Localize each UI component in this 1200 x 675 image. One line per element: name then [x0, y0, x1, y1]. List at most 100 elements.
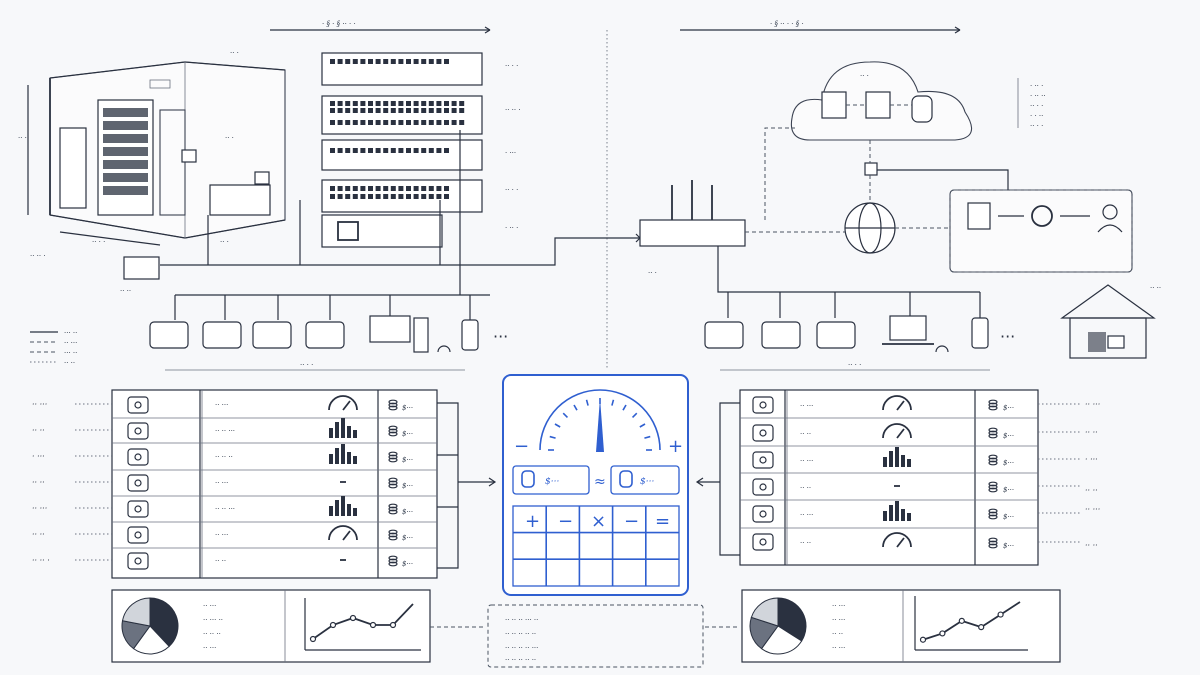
svg-text:$···: $···	[1003, 432, 1014, 440]
user-icon	[1102, 204, 1118, 220]
coin-icon	[988, 514, 998, 520]
cycle-icon	[127, 448, 149, 466]
service-flow-box	[949, 189, 1133, 273]
svg-text:··· ··: ··· ··	[64, 349, 77, 357]
right-cost-table: ·· ··· ·· ·· · ··· ·· ·· ·· ··· ·· ·· ··…	[739, 389, 1100, 566]
svg-text:·· ·· ··: ·· ·· ··	[215, 453, 233, 461]
port	[406, 194, 411, 199]
svg-text:·· ···: ·· ···	[215, 479, 228, 487]
port	[383, 108, 389, 113]
port	[330, 108, 335, 113]
signal-icon	[752, 424, 774, 442]
shield-arrow-icon-mark	[134, 557, 142, 565]
svg-text:·· · ·: ·· · ·	[505, 186, 518, 194]
port	[398, 148, 404, 153]
smartphone-icon	[971, 317, 989, 349]
gauge-needle	[342, 530, 351, 541]
port	[436, 186, 442, 191]
gauge-max-label: +	[668, 436, 683, 457]
gauge-tick	[611, 399, 615, 406]
checklist-icon	[752, 451, 774, 469]
svg-text:·· ··: ·· ··	[832, 630, 843, 638]
top-left-header: · § · § ·· · ·	[322, 20, 356, 28]
server-rack-icon	[97, 99, 154, 216]
data-point	[978, 624, 985, 631]
data-point	[919, 636, 927, 643]
bar-icon	[353, 430, 357, 438]
svg-text:· ···: · ···	[505, 149, 516, 157]
notes-lines: ·· ·· ·· ··· ·· ·· ·· ·· ·· ·· ·· ·· ·· …	[505, 616, 538, 664]
hub-icon	[123, 256, 160, 280]
router-label: ·· ·	[648, 269, 657, 277]
series-line	[312, 603, 414, 640]
svg-text:·· ···: ·· ···	[800, 457, 813, 465]
rack-slots	[103, 108, 148, 195]
switch-icon	[127, 526, 149, 544]
port	[406, 186, 411, 191]
gear-icon	[1031, 205, 1053, 227]
port	[330, 148, 335, 153]
port	[390, 59, 396, 64]
gauge-tick	[562, 412, 569, 419]
bar-icon	[341, 444, 345, 464]
port	[368, 194, 373, 199]
port	[428, 148, 434, 153]
smartphone-icon	[461, 319, 479, 351]
port	[428, 186, 434, 191]
svg-text:·· ·· ·· ·· ···: ·· ·· ·· ·· ···	[505, 644, 538, 652]
phone-icon	[252, 321, 292, 349]
router-icon	[639, 219, 746, 247]
left-chart-legend: ·· ··· ·· ··· ·· ·· ·· ·· ·· ···	[203, 602, 223, 652]
arrows-icon	[752, 505, 774, 523]
port	[459, 120, 465, 125]
pie-slice	[132, 625, 170, 655]
left-pie-chart	[121, 597, 179, 655]
port	[444, 120, 449, 125]
headset-icon-mark	[759, 483, 767, 491]
svg-text:·· ··: ·· ··	[32, 478, 45, 487]
cabling	[160, 130, 641, 320]
desk-icon	[209, 184, 271, 216]
svg-text:·· ··: ·· ··	[800, 539, 811, 547]
svg-text:·· ··: ·· ··	[215, 557, 226, 565]
calc-keypad	[512, 505, 680, 587]
right-pie-chart	[749, 597, 807, 655]
svg-text:$···: $···	[402, 404, 413, 412]
port	[368, 148, 373, 153]
pie-slice	[121, 597, 151, 627]
port	[345, 148, 351, 153]
bar-icon	[335, 500, 339, 516]
bar-icon	[341, 496, 345, 516]
bar-icon	[353, 456, 357, 464]
key-multiply: ×	[591, 511, 606, 532]
server-room-sketch	[27, 61, 286, 246]
port	[360, 101, 366, 106]
gauge-needle	[596, 398, 604, 452]
svg-text:$···: $···	[402, 456, 413, 464]
svg-text:$···: $···	[402, 534, 413, 542]
pie-slice	[760, 625, 803, 655]
coin-icon	[988, 460, 998, 466]
svg-text:·· ···: ·· ···	[1085, 400, 1100, 409]
key-minus-2: −	[624, 511, 639, 532]
right-group-label: ·· · ·	[848, 361, 861, 369]
port	[360, 108, 366, 113]
svg-text:·· ···: ·· ···	[203, 602, 216, 610]
coin-icon	[988, 405, 998, 411]
right-chart-legend: ·· ··· ·· ··· ·· ·· ·· ···	[832, 602, 845, 652]
port	[398, 194, 404, 199]
gauge-tick	[585, 399, 589, 406]
port	[398, 101, 404, 106]
svg-text:·· ··: ·· ··	[64, 359, 75, 367]
svg-text:·· · ·: ·· · ·	[1030, 122, 1043, 130]
data-point	[309, 635, 317, 643]
port	[375, 120, 381, 125]
port	[375, 59, 381, 64]
coin-icon	[388, 535, 398, 541]
cloud-notes: · ·· · · ·· ·· ·· · · · · ·· ·· · ·	[1017, 78, 1046, 130]
svg-text:·· ··· ··: ·· ··· ··	[203, 616, 223, 624]
svg-text:·· ·: ·· ·	[230, 49, 239, 57]
data-point	[349, 614, 357, 622]
port	[368, 120, 373, 125]
svg-text:$···: $···	[402, 560, 413, 568]
